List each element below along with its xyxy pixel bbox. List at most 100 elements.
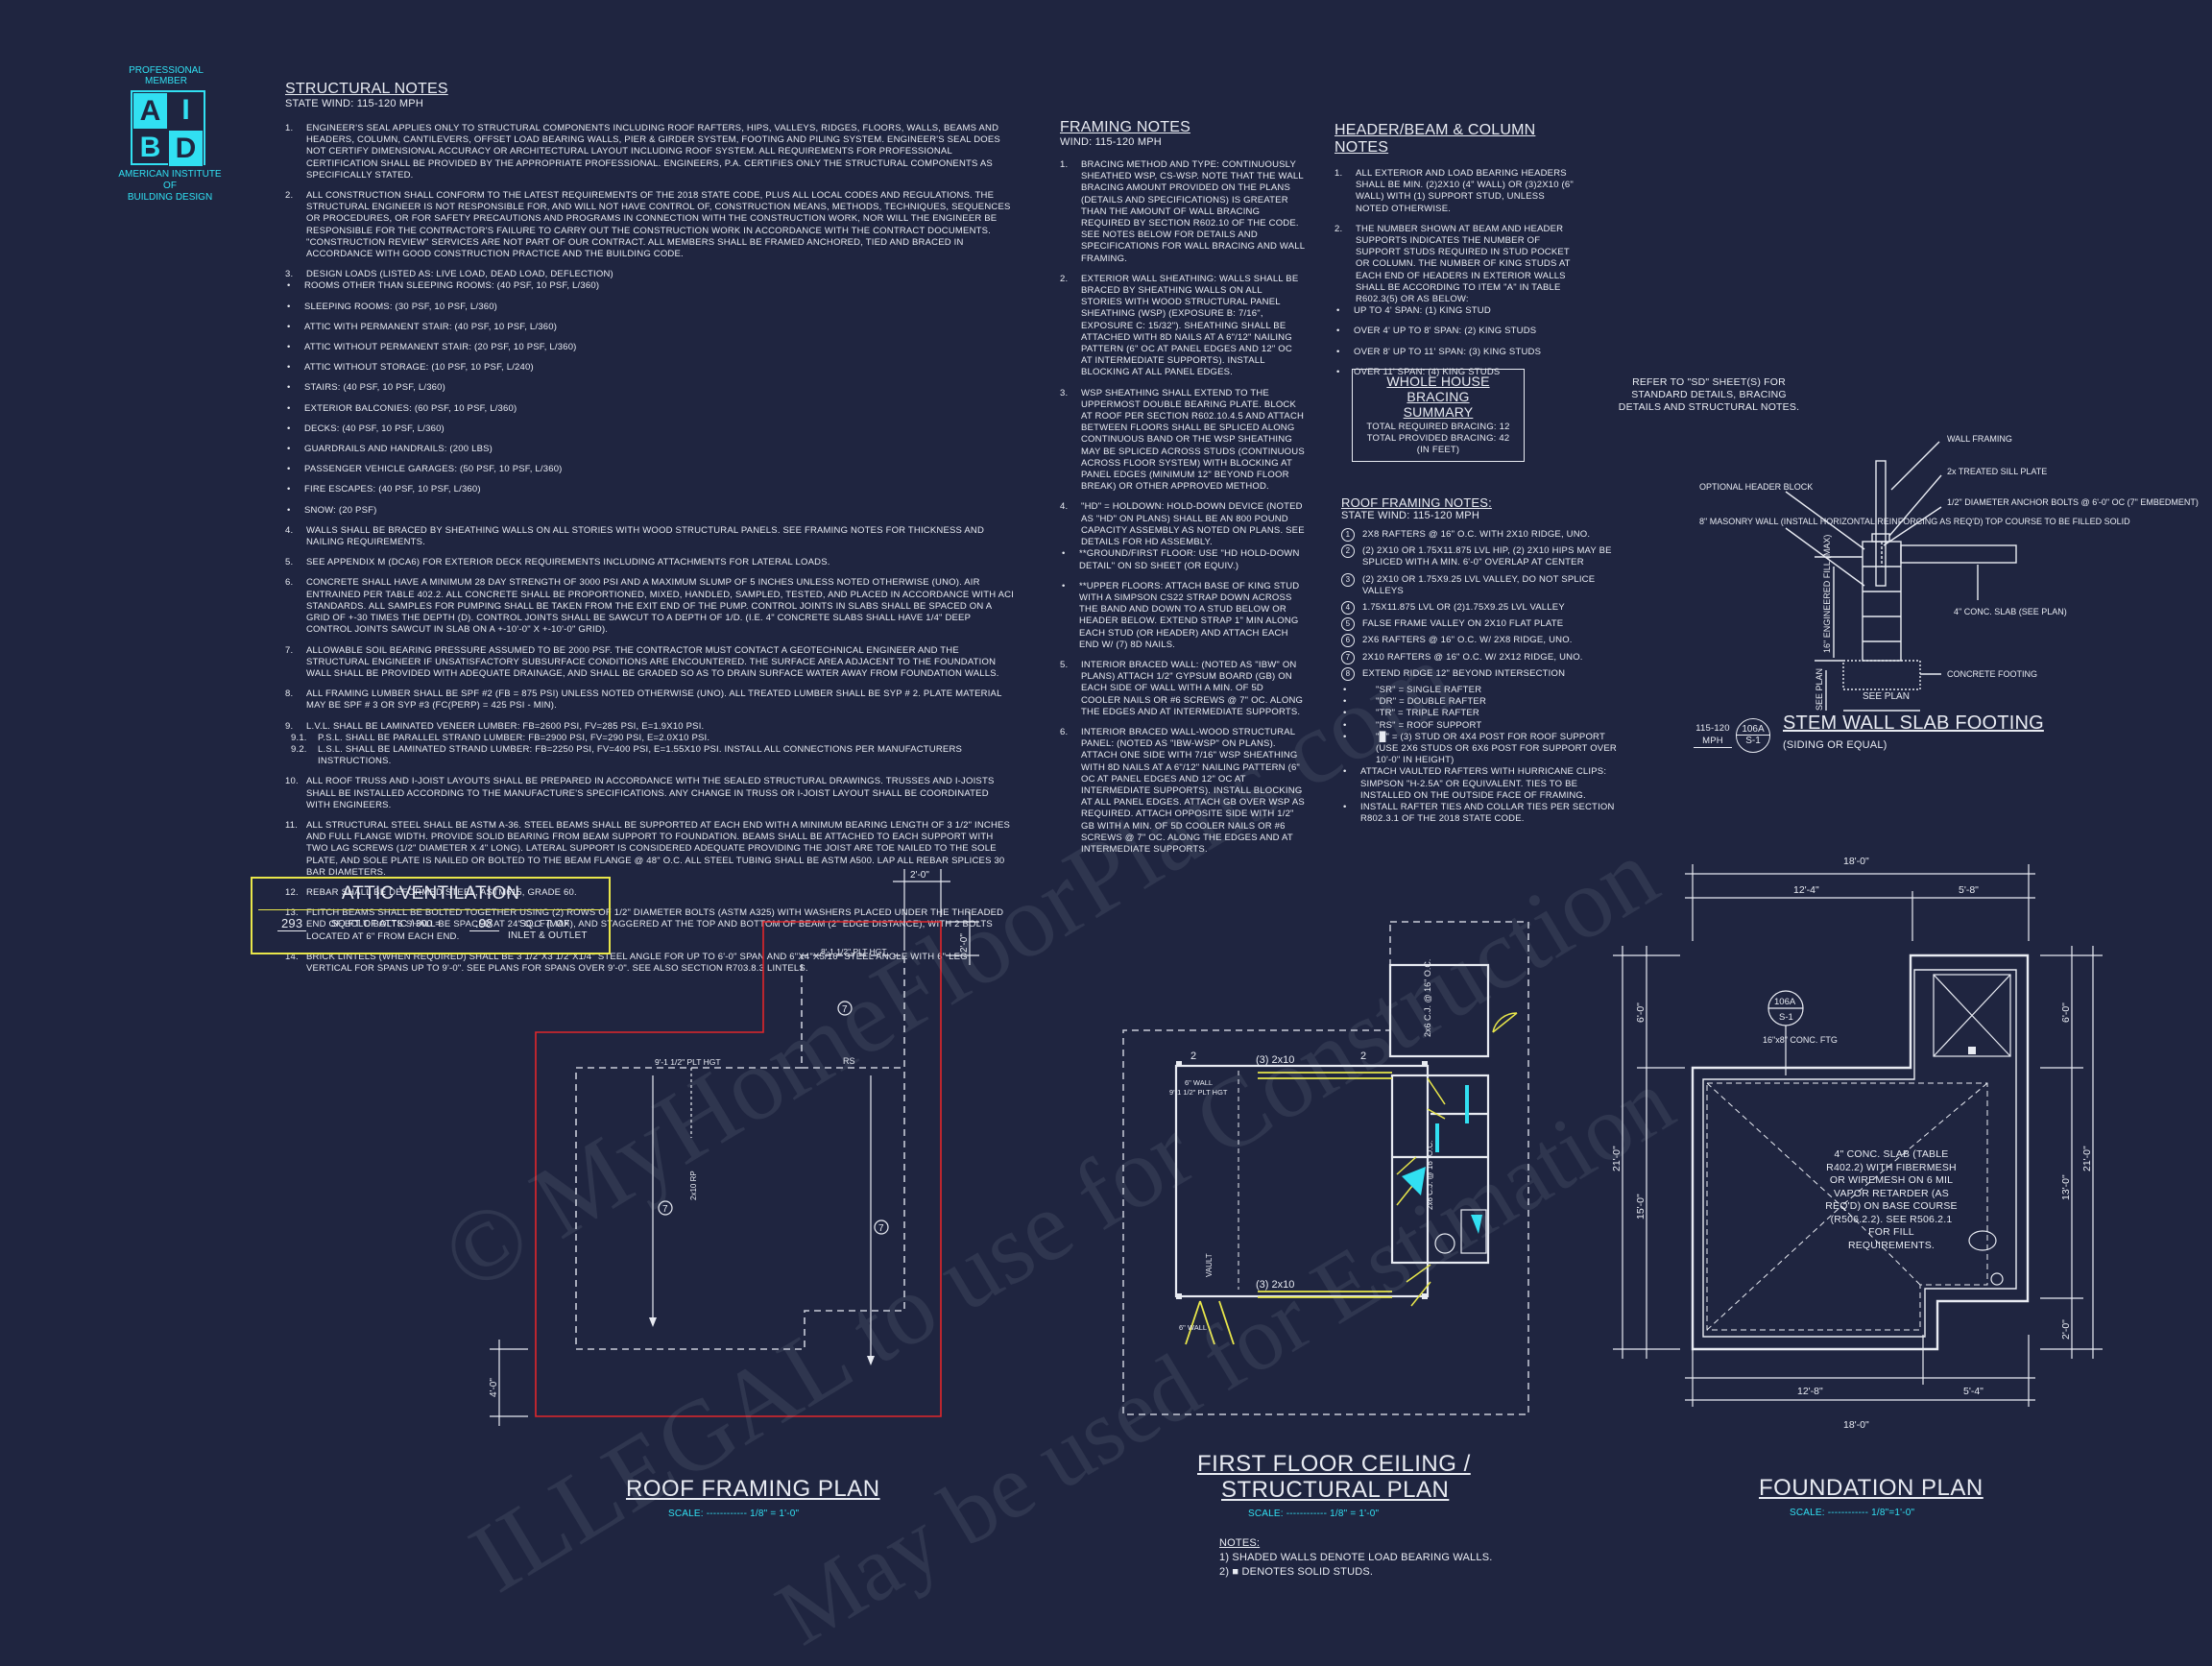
roof-num-1: 7	[842, 1004, 848, 1015]
structural-note-text: ALL ROOF TRUSS AND I-JOIST LAYOUTS SHALL…	[306, 776, 995, 810]
structural-note-number: 6.	[285, 577, 294, 589]
structural-note-bullet: DECKS: (40 PSF, 10 PSF, L/360)	[285, 423, 1015, 435]
roof-note-text: 2x8 RAFTERS @ 16" O.C. WITH 2x10 RIDGE, …	[1362, 529, 1591, 540]
structural-note-text: BRICK LINTELS (WHEN REQUIRED) SHALL BE 3…	[306, 951, 968, 974]
label-see-plan-h: SEE PLAN	[1863, 691, 1910, 702]
header-note-item: 1. ALL EXTERIOR AND LOAD BEARING HEADERS …	[1334, 168, 1575, 215]
framing-note-number: 6.	[1060, 726, 1069, 737]
roof-note-number: 5	[1341, 617, 1355, 632]
closet	[1388, 963, 1490, 1058]
bracing-line-2: TOTAL PROVIDED BRACING: 42	[1366, 433, 1510, 445]
found-dim-top-a: 12'-4"	[1793, 884, 1819, 896]
structural-note-text: ALL STRUCTURAL STEEL SHALL BE ASTM A-36.…	[306, 819, 1011, 878]
framing-notes-list: 1.BRACING METHOD AND TYPE: CONTINUOUSLY …	[1060, 159, 1305, 856]
roof-hgt-2: 9'-1 1/2" PLT HGT	[655, 1057, 721, 1067]
roof-note-text: EXTEND RIDGE 12" BEYOND INTERSECTION	[1362, 667, 1566, 679]
roof-dim-left: 4'-0"	[489, 1378, 499, 1397]
structural-note-subitem: 9.1.P.S.L. SHALL BE PARALLEL STRAND LUMB…	[291, 732, 710, 743]
found-dim-left-top: 6'-0"	[1635, 1002, 1647, 1023]
logo-letter-i: I	[181, 94, 190, 126]
label-wall-framing: WALL FRAMING	[1947, 434, 2012, 444]
concrete-footing	[1842, 660, 1921, 690]
stem-wall-detail: WALL FRAMING 2x TREATED SILL PLATE 1/2" …	[1699, 434, 2199, 712]
foundation-inner	[1702, 969, 2017, 1338]
roof-note-number: 2	[1341, 544, 1355, 559]
roof-note-text: (2) 2x10 OR 1.75x11.875 LVL HIP, (2) 2x1…	[1362, 545, 1612, 568]
framing-note-number: 3.	[1060, 387, 1069, 398]
wall-stud	[1875, 460, 1887, 587]
ceiling-stud-1: 2	[1190, 1050, 1196, 1062]
header-note-number: 1.	[1334, 168, 1343, 179]
roof-note-number: 7	[1341, 650, 1355, 664]
roof-note-text: 1.75x11.875 LVL OR (2)1.75x9.25 LVL VALL…	[1362, 602, 1565, 614]
foundation-plan: 18'-0" 12'-4" 5'-8" 12'-8" 5'-4" 18'-0" …	[1611, 856, 2103, 1431]
structural-note-text: ALL CONSTRUCTION SHALL CONFORM TO THE LA…	[306, 190, 1011, 260]
stem-wall-tag: 115-120 MPH 106A S-1	[1694, 718, 1770, 753]
bracing-summary-box: WHOLE HOUSE BRACING SUMMARY TOTAL REQUIR…	[1352, 369, 1525, 462]
structural-note-number: 13.	[285, 907, 299, 919]
logo-letter-b: B	[139, 132, 161, 163]
structural-note-number: 10.	[285, 776, 299, 787]
ceiling-plan-scale: SCALE: ------------ 1/8" = 1'-0"	[1248, 1509, 1380, 1519]
structural-note-bullet: GUARDRAILS AND HANDRAILS: (200 LBS)	[285, 444, 1015, 455]
refer-note: REFER TO "SD" SHEET(S) FOR STANDARD DETA…	[1618, 376, 1800, 413]
structural-note-text: ENGINEER'S SEAL APPLIES ONLY TO STRUCTUR…	[306, 123, 1000, 181]
label-anchor: 1/2" DIAMETER ANCHOR BOLTS @ 6'-0" OC (7…	[1947, 497, 2199, 507]
ceiling-stud-2: 2	[1360, 1050, 1366, 1062]
foundation-plan-title: FOUNDATION PLAN	[1759, 1475, 1984, 1501]
found-tag-ref: 106A	[1774, 997, 1796, 1007]
concrete-slab	[1900, 544, 2017, 564]
ceiling-plan-title-1: FIRST FLOOR CEILING /	[1197, 1451, 1471, 1477]
stem-tag-sheet: S-1	[1745, 736, 1761, 746]
found-dim-right-bot: 2'-0"	[2060, 1319, 2072, 1340]
label-footing: CONCRETE FOOTING	[1947, 669, 2037, 679]
attic-sqft: 293	[277, 916, 307, 931]
found-dim-left-mid: 15'-0"	[1635, 1194, 1647, 1219]
structural-note-item: 1.ENGINEER'S SEAL APPLIES ONLY TO STRUCT…	[285, 123, 1015, 181]
ceiling-hgt: 9'-1 1/2" PLT HGT	[1169, 1088, 1228, 1097]
structural-note-item: 4.WALLS SHALL BE BRACED BY SHEATHING WAL…	[285, 525, 1015, 548]
structural-note-text: ALLOWABLE SOIL BEARING PRESSURE ASSUMED …	[306, 644, 999, 679]
sill-plate	[1871, 533, 1890, 543]
found-dim-bot-a: 12'-8"	[1797, 1386, 1823, 1397]
header-notes-list: 1. ALL EXTERIOR AND LOAD BEARING HEADERS …	[1334, 168, 1575, 378]
found-dim-top-b: 5'-8"	[1959, 884, 1979, 896]
header-notes-title: HEADER/BEAM & COLUMN NOTES	[1334, 122, 1536, 156]
roof-dim-right: 2'-0"	[959, 933, 970, 953]
ceiling-header-bottom: (3) 2x10	[1256, 1279, 1294, 1291]
structural-note-bullet: STAIRS: (40 PSF, 10 PSF, L/360)	[285, 382, 1015, 394]
structural-note-item: 6.CONCRETE SHALL HAVE A MINIMUM 28 DAY S…	[285, 577, 1015, 636]
roof-note-number: 6	[1341, 634, 1355, 648]
label-see-plan-v: SEE PLAN	[1815, 668, 1824, 711]
roof-hgt-1: 8'-1 1/2" PLT HGT	[821, 947, 887, 956]
structural-note-item: 3.DESIGN LOADS (LISTED AS: LIVE LOAD, DE…	[285, 269, 1015, 517]
structural-note-text: DESIGN LOADS (LISTED AS: LIVE LOAD, DEAD…	[306, 269, 613, 280]
structural-note-number: 11.	[285, 819, 299, 831]
roof-plan-title: ROOF FRAMING PLAN	[626, 1476, 880, 1502]
roof-note-item: 3(2) 2x10 OR 1.75x9.25 LVL VALLEY, DO NO…	[1341, 572, 1629, 597]
bracing-summary-title: WHOLE HOUSE BRACING SUMMARY	[1386, 374, 1490, 420]
ceiling-structural-plan: (3) 2x10 (3) 2x10 2 2 6" WALL 9'-1 1/2" …	[1122, 921, 1529, 1415]
found-dim-top: 18'-0"	[1843, 856, 1869, 867]
roof-rs: RS	[843, 1056, 855, 1066]
header-note-text: THE NUMBER SHOWN AT BEAM AND HEADER SUPP…	[1356, 223, 1571, 305]
structural-note-item: 12.REBAR SHALL BE DEFORMED STEEL, ASTM61…	[285, 887, 1015, 899]
structural-note-number: 4.	[285, 524, 294, 536]
roof-note-text: 2x10 RAFTERS @ 16" O.C. W/ 2x12 RIDGE, U…	[1362, 651, 1583, 663]
roof-note-legend-item: "RS" = ROOF SUPPORT	[1341, 720, 1629, 732]
ceiling-plan-notes: NOTES: 1) SHADED WALLS DENOTE LOAD BEARI…	[1219, 1536, 1493, 1580]
ceiling-notes-title: NOTES:	[1219, 1537, 1261, 1549]
roof-num-2: 7	[662, 1204, 668, 1215]
structural-note-text: L.V.L. SHALL BE LAMINATED VENEER LUMBER:…	[306, 720, 705, 732]
structural-note-number: 2.	[285, 190, 294, 202]
attic-text2: SQ. FT. OF	[519, 919, 570, 930]
foundation-plan-scale: SCALE: ------------ 1/8"=1'-0"	[1790, 1508, 1915, 1518]
structural-note-bullet: PASSENGER VEHICLE GARAGES: (50 PSF, 10 P…	[285, 464, 1015, 475]
header-note-text: ALL EXTERIOR AND LOAD BEARING HEADERS SH…	[1356, 168, 1574, 214]
roof-note-legend-item: "SR" = SINGLE RAFTER	[1341, 685, 1629, 696]
roof-notes-list: 12x8 RAFTERS @ 16" O.C. WITH 2x10 RIDGE,…	[1341, 528, 1629, 681]
structural-notes: STRUCTURAL NOTES STATE Wind: 115-120 mph…	[285, 81, 1015, 983]
aibd-logo: PROFESSIONAL MEMBER A I B D AMERICAN INS…	[113, 65, 227, 204]
roof-notes-bullets: ATTACH VAULTED RAFTERS WITH HURRICANE CL…	[1341, 766, 1629, 825]
roof-outline	[535, 921, 942, 1417]
